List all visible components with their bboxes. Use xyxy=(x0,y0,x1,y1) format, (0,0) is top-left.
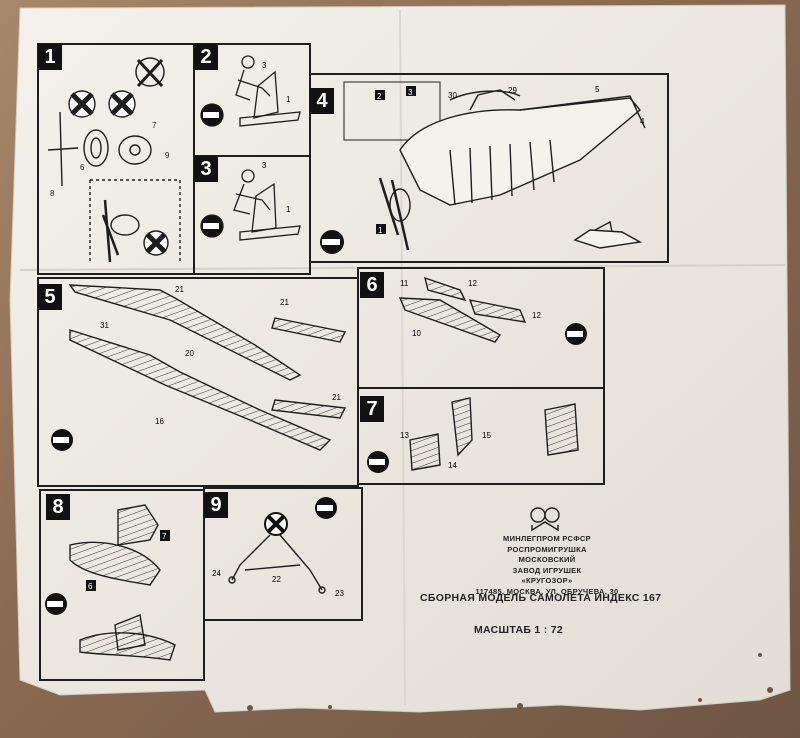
glue-tube-icon-mark xyxy=(567,331,583,337)
publisher-line: 117485, МОСКВА, УЛ. ОБРУЧЕВА, 30 xyxy=(475,586,619,596)
step-4-part-label: 29 xyxy=(508,86,517,95)
step-5-part-label: 21 xyxy=(280,298,289,307)
step-1-drawing xyxy=(47,57,181,263)
step-6-part-label: 10 xyxy=(412,329,421,338)
glue-tube-icon-mark xyxy=(47,601,63,607)
step-number: 1 xyxy=(38,44,62,70)
step-1-part-label: 8 xyxy=(50,189,55,198)
step-7-part-label: 13 xyxy=(400,431,409,440)
glue-tube-icon-mark xyxy=(53,437,69,443)
publisher-line: «КРУГОЗОР» xyxy=(521,576,573,585)
step-5-part-label: 20 xyxy=(185,349,194,358)
model-title: СБОРНАЯ МОДЕЛЬ САМОЛЕТА ИНДЕКС 167 xyxy=(420,592,662,604)
publisher-line: ЗАВОД ИГРУШЕК xyxy=(512,565,582,575)
fold-crease xyxy=(399,9,406,706)
step-number: 3 xyxy=(194,156,218,182)
step-6-part-label: 12 xyxy=(532,311,541,320)
step-3-part-label: 3 xyxy=(262,161,267,170)
step-5-part-label: 16 xyxy=(155,417,164,426)
publisher-line: МИНЛЕГПРОМ РСФСР xyxy=(503,534,591,543)
step-7-box xyxy=(357,387,605,485)
step-number: 9 xyxy=(204,492,228,518)
scale-text: МАСШТАБ 1 : 72 xyxy=(474,624,564,636)
step-7-drawing xyxy=(409,397,579,471)
publisher-block: МИНЛЕГПРОМ РСФСР РОСПРОМИГРУШКА МОСКОВСК… xyxy=(462,534,632,597)
step-9-box xyxy=(203,487,363,621)
svg-text:6: 6 xyxy=(88,582,93,591)
step-1-part-label: 9 xyxy=(165,151,170,160)
step-9-part-label: 23 xyxy=(335,589,344,598)
svg-text:7: 7 xyxy=(162,532,167,541)
step-9-part-label: 24 xyxy=(212,569,221,578)
step-4-box xyxy=(309,73,669,263)
step-number: 7 xyxy=(360,396,384,422)
step-1-part-label: 6 xyxy=(80,163,85,172)
step-2-drawing xyxy=(200,55,301,127)
step-4-part-label: 4 xyxy=(640,117,645,126)
step-number: 4 xyxy=(310,88,334,114)
step-9-part-label: 22 xyxy=(272,575,281,584)
step-2-part-label: 3 xyxy=(262,61,267,70)
step-3-part-label: 1 xyxy=(286,205,291,214)
glue-tube-icon-mark xyxy=(369,459,385,465)
step-5-drawing xyxy=(68,284,347,451)
step-4-inset xyxy=(343,81,441,141)
step-number: 6 xyxy=(360,272,384,298)
step-7-part-label: 15 xyxy=(482,431,491,440)
step-number: 8 xyxy=(46,494,70,520)
ministry-logo-icon xyxy=(530,507,560,532)
step-7-part-label: 14 xyxy=(448,461,457,470)
step-2-part-label: 1 xyxy=(286,95,291,104)
publisher-line: МОСКОВСКИЙ xyxy=(518,555,576,564)
torn-edge xyxy=(247,653,773,711)
step-1-part-label: 7 xyxy=(152,121,157,130)
crossed-out-icon-mark xyxy=(266,514,286,534)
step-8-drawing xyxy=(69,504,176,661)
step-6-drawing xyxy=(398,276,527,343)
step-number: 5 xyxy=(38,284,62,310)
svg-text:1: 1 xyxy=(378,226,383,235)
step-4-part-label: 5 xyxy=(595,85,600,94)
glue-tube-icon-mark xyxy=(322,239,340,245)
step-number: 2 xyxy=(194,44,218,70)
step-4-drawing xyxy=(378,89,646,251)
step-8-labels: 7 6 xyxy=(86,530,170,591)
step-9-drawing xyxy=(228,534,326,594)
step-4-part-label: 30 xyxy=(448,91,457,100)
step-6-part-label: 11 xyxy=(400,279,409,288)
publisher-line: РОСПРОМИГРУШКА xyxy=(507,544,587,554)
step-3-drawing xyxy=(200,169,301,241)
step-5-part-label: 21 xyxy=(332,393,341,402)
glue-tube-icon-mark xyxy=(317,505,333,511)
step-5-part-label: 21 xyxy=(175,285,184,294)
step-4-inset-labels: 2 3 1 xyxy=(375,86,416,235)
svg-text:3: 3 xyxy=(408,88,413,97)
step-5-part-label: 31 xyxy=(100,321,109,330)
svg-text:2: 2 xyxy=(377,92,382,101)
step-6-part-label: 12 xyxy=(468,279,477,288)
